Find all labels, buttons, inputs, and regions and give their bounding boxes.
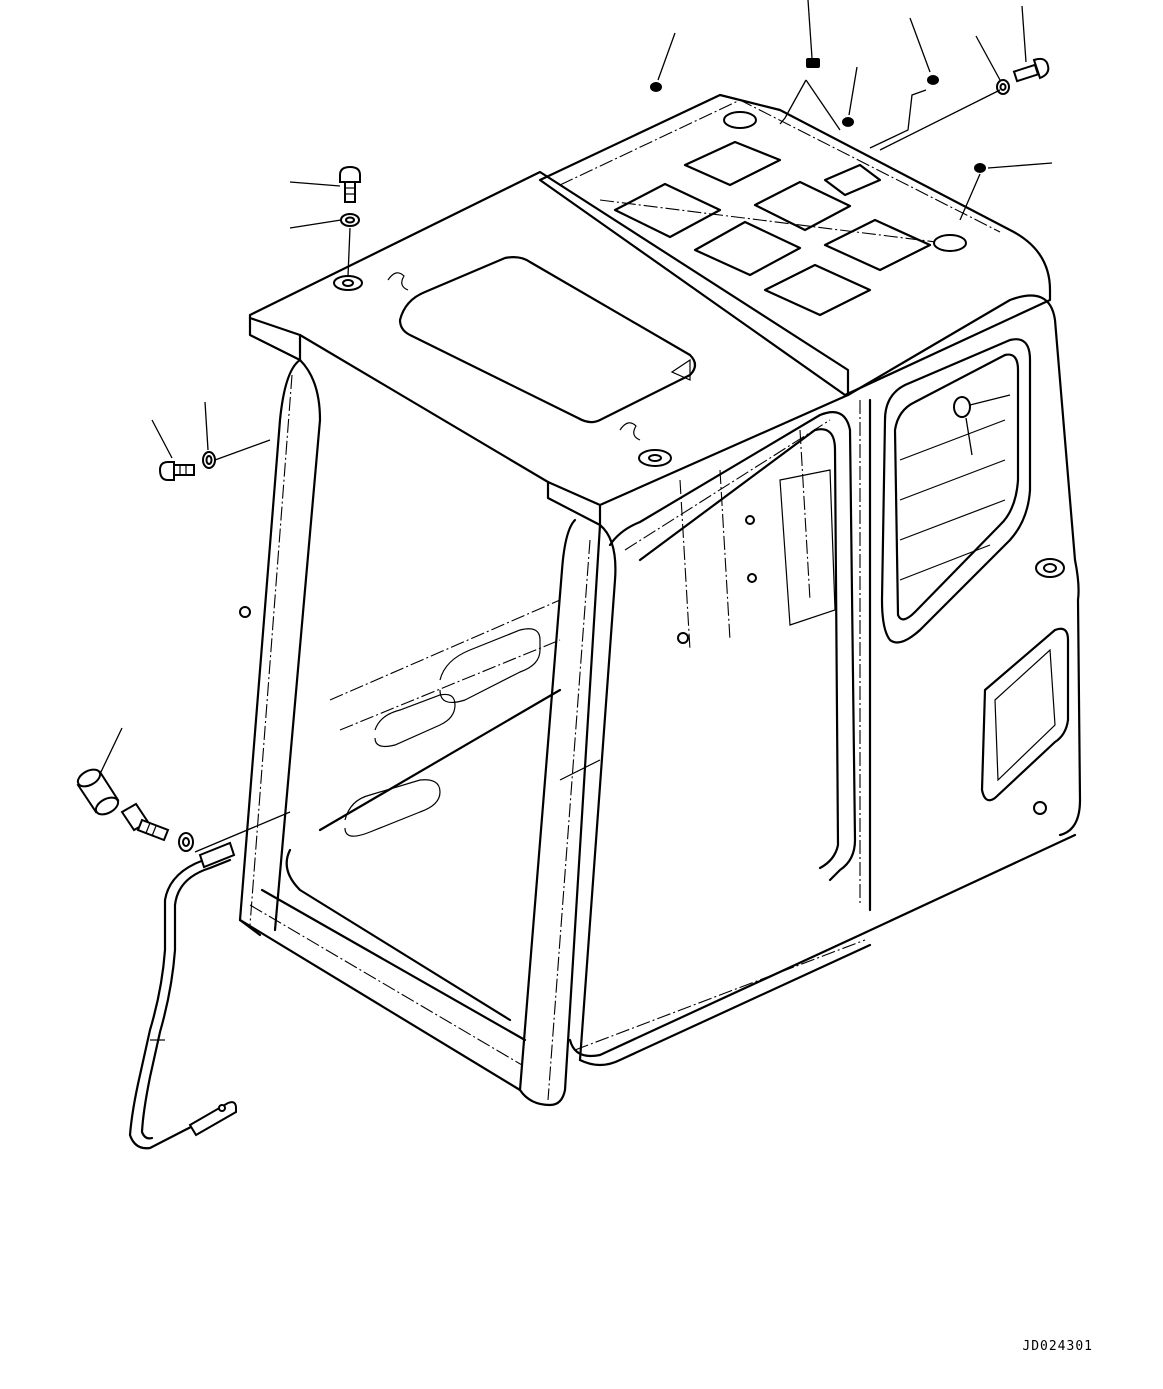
nut-top-4 bbox=[974, 163, 986, 173]
washer-left-pillar bbox=[202, 451, 216, 469]
cab-frame bbox=[238, 294, 1082, 1107]
grommet bbox=[76, 768, 120, 816]
bolt-roof-left bbox=[339, 165, 361, 203]
bolt-top-right bbox=[1012, 57, 1050, 83]
rear-window-sticker bbox=[953, 396, 971, 418]
washer-top-right bbox=[996, 79, 1010, 95]
leader-lines bbox=[99, 0, 1053, 853]
ground-bolt bbox=[120, 802, 170, 842]
nut-top-3 bbox=[927, 75, 939, 85]
bolt-left-pillar bbox=[158, 461, 195, 481]
roof-panels bbox=[559, 99, 1001, 317]
washer-roof-left bbox=[340, 213, 360, 227]
nut-top-2 bbox=[842, 117, 854, 127]
ground-washer bbox=[178, 832, 194, 852]
ground-cable bbox=[128, 841, 237, 1150]
stud-top bbox=[806, 58, 820, 68]
drawing-code: JD024301 bbox=[1022, 1339, 1093, 1354]
cab-roof bbox=[248, 93, 1052, 527]
nut-top-1 bbox=[650, 82, 662, 92]
